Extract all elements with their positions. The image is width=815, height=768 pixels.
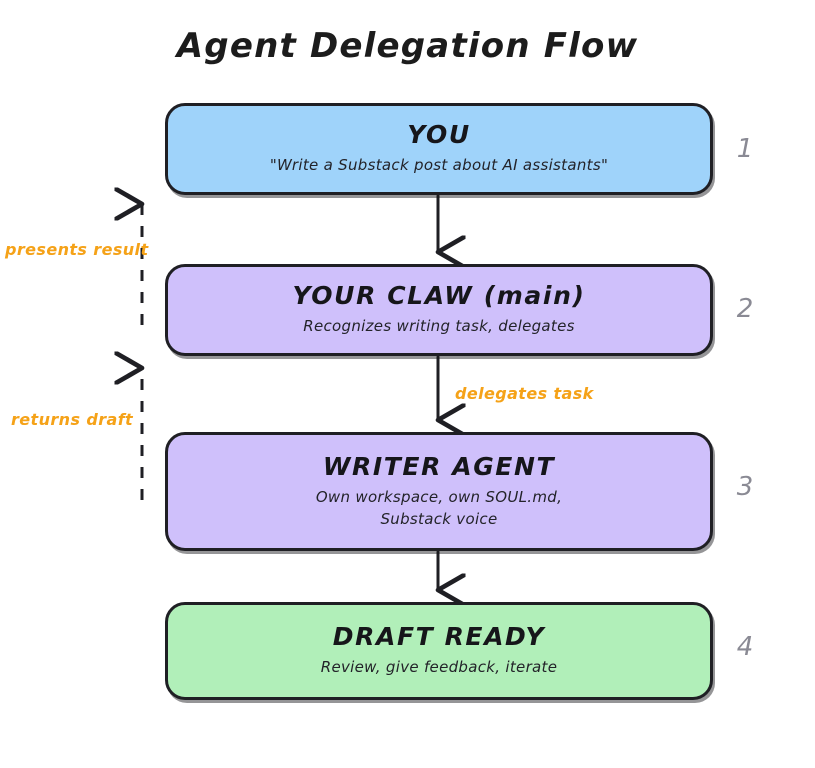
- node-writer-agent-subtitle-line2: Substack voice: [380, 509, 498, 528]
- node-draft-ready-title: DRAFT READY: [332, 621, 546, 651]
- node-your-claw-title: YOUR CLAW (main): [292, 280, 586, 310]
- node-your-claw[interactable]: YOUR CLAW (main) Recognizes writing task…: [165, 264, 713, 356]
- edge-label-returns-draft: returns draft: [11, 410, 134, 429]
- node-you-title: YOU: [407, 119, 471, 149]
- edge-label-delegates-task: delegates task: [455, 384, 594, 403]
- edge-label-presents-result: presents result: [5, 240, 149, 259]
- step-number-3: 3: [736, 472, 754, 502]
- node-your-claw-subtitle: Recognizes writing task, delegates: [303, 317, 575, 336]
- step-number-1: 1: [736, 134, 754, 164]
- node-draft-ready[interactable]: DRAFT READY Review, give feedback, itera…: [165, 602, 713, 700]
- diagram-title: Agent Delegation Flow: [176, 26, 639, 66]
- step-number-4: 4: [736, 632, 754, 662]
- node-draft-ready-subtitle: Review, give feedback, iterate: [320, 658, 558, 677]
- step-number-2: 2: [736, 294, 754, 324]
- node-writer-agent[interactable]: WRITER AGENT Own workspace, own SOUL.md,…: [165, 432, 713, 551]
- node-you-subtitle: "Write a Substack post about AI assistan…: [269, 156, 609, 175]
- node-writer-agent-subtitle-line1: Own workspace, own SOUL.md,: [315, 488, 563, 506]
- node-writer-agent-title: WRITER AGENT: [322, 451, 556, 481]
- node-you[interactable]: YOU "Write a Substack post about AI assi…: [165, 103, 713, 195]
